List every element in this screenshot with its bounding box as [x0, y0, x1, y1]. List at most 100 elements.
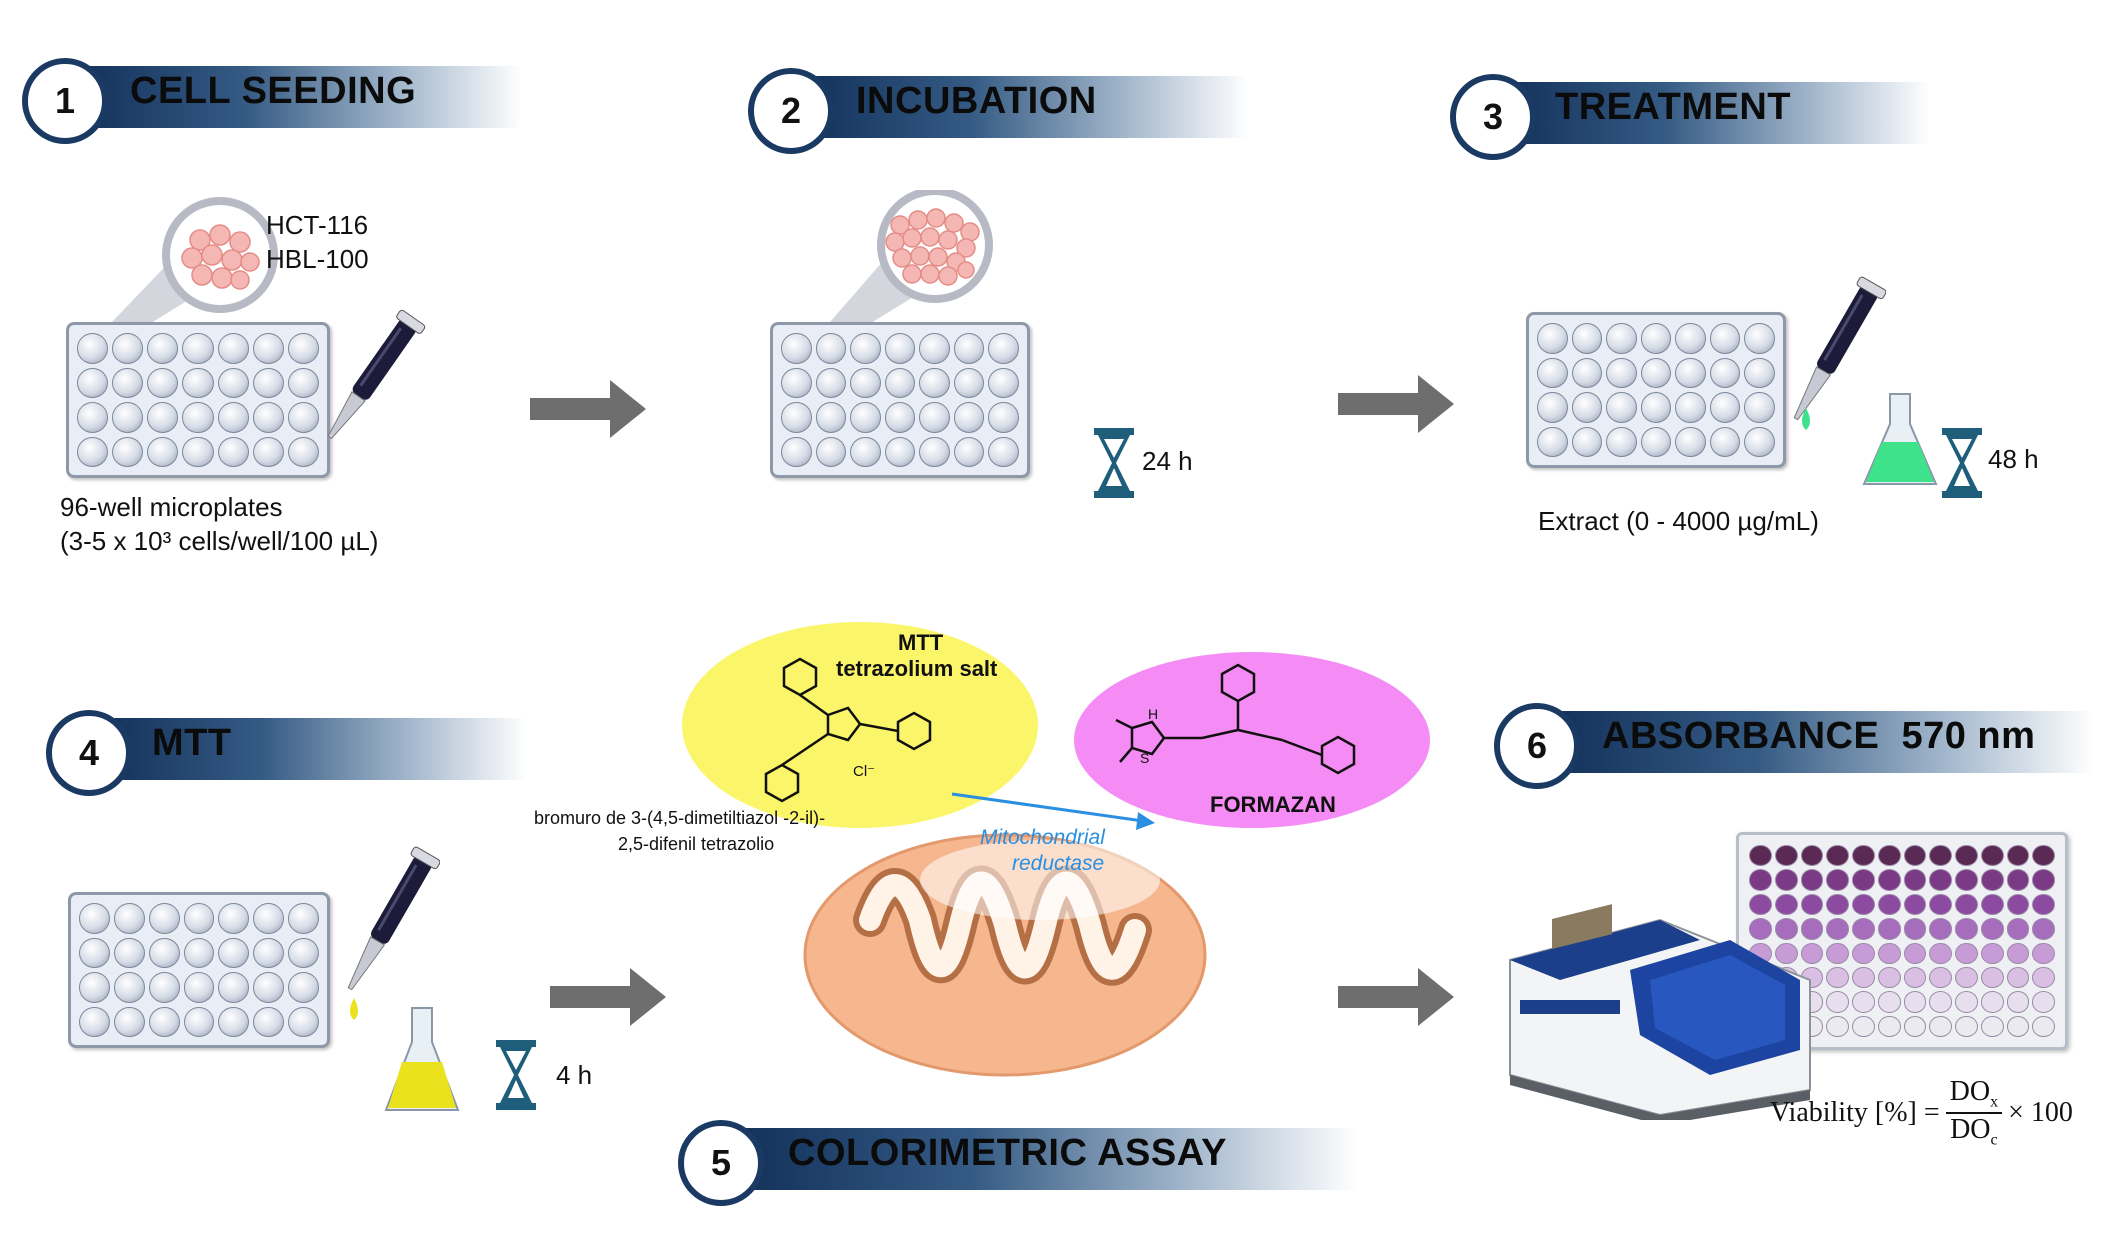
plate-well [815, 333, 847, 364]
plate-well [113, 903, 145, 934]
stained-well [1955, 966, 1978, 989]
plate-well [953, 333, 985, 364]
plate-well [182, 402, 214, 433]
stained-well [1852, 942, 1875, 964]
plate-well [1640, 357, 1672, 388]
plate-well [79, 903, 110, 934]
stained-well [1852, 1015, 1875, 1037]
mtt-title: MTT [898, 630, 944, 655]
step-3-title: TREATMENT [1555, 86, 1791, 128]
enzyme-label-1: Mitochondrial [980, 826, 1105, 849]
plate-wells [781, 333, 1019, 467]
stained-well [2032, 942, 2055, 964]
stained-well [1980, 869, 2004, 891]
step-3-number: 3 [1450, 74, 1536, 160]
step-5-header: 5 COLORIMETRIC ASSAY [678, 1120, 1358, 1206]
stained-well [1826, 1015, 1849, 1037]
formazan-atom-h: H [1148, 706, 1159, 722]
plate-well [253, 903, 285, 934]
stained-well [1774, 869, 1798, 891]
stained-well [1826, 942, 1849, 964]
plate-well [1571, 357, 1603, 388]
hourglass-icon [1942, 428, 1982, 498]
stained-well [1774, 942, 1798, 964]
stained-well [1877, 1015, 1901, 1037]
stained-well [1980, 966, 2004, 989]
plate-well [781, 402, 812, 433]
plate-well [252, 333, 284, 364]
stained-well [2006, 845, 2030, 867]
stained-well [1929, 869, 1952, 891]
step-2-title: INCUBATION [856, 80, 1097, 122]
plate-well [287, 402, 319, 433]
step-5-number: 5 [678, 1120, 764, 1206]
plate-well [1709, 357, 1741, 388]
formula-denominator: DOc [1946, 1114, 2002, 1150]
stained-well [1877, 845, 1901, 867]
plate-well [1675, 426, 1706, 457]
plate-well [218, 903, 250, 934]
step-4-header: 4 MTT [46, 710, 526, 796]
cell-magnifier-2 [810, 190, 993, 348]
plate-well [217, 367, 249, 398]
plate-well [1709, 323, 1741, 354]
formula-den-subscript: c [1990, 1131, 1998, 1149]
formazan-label: FORMAZAN [1210, 792, 1336, 817]
formazan-ellipse [1074, 652, 1430, 828]
stained-well [1826, 991, 1849, 1013]
plate-well [1744, 323, 1775, 354]
formula-den-text: DO [1950, 1113, 1991, 1145]
step-4-bar [86, 718, 526, 780]
plate-detail: (3-5 x 10³ cells/well/100 µL) [60, 526, 379, 556]
plate-well [218, 937, 250, 968]
stained-well [1826, 893, 1849, 916]
enzyme-label-2: reductase [1012, 852, 1105, 875]
plate-well [253, 1006, 285, 1037]
plate-well [253, 937, 285, 968]
plate-well [815, 402, 847, 433]
plate-well [148, 1006, 180, 1037]
cell-line-hbl100: HBL-100 [266, 244, 369, 274]
stained-well [1877, 918, 1901, 940]
plate-well [884, 367, 916, 398]
extract-label: Extract (0 - 4000 µg/mL) [1538, 506, 1819, 536]
plate-well [953, 367, 985, 398]
step-1-header: 1 CELL SEEDING [22, 58, 522, 144]
plate-well [850, 402, 881, 433]
process-arrow-2-3 [1338, 375, 1454, 433]
formula-numerator: DOx [1945, 1076, 2003, 1114]
stained-well [1903, 1015, 1927, 1037]
stained-well [1955, 893, 1978, 916]
plate-well [113, 972, 145, 1003]
stained-wells [1749, 845, 2055, 1037]
stained-well [1852, 918, 1875, 940]
stained-well [1955, 918, 1978, 940]
plate-well [1640, 392, 1672, 423]
treatment-time: 48 h [1988, 444, 2039, 474]
plate-well [815, 436, 847, 467]
stained-well [2032, 845, 2055, 867]
plate-well [218, 972, 250, 1003]
stained-well [1929, 918, 1952, 940]
cell-magnifier-1 [90, 197, 278, 348]
step-5-bar [718, 1128, 1358, 1190]
plate-well [113, 937, 145, 968]
stained-well [1800, 942, 1824, 964]
step-1-bar [62, 66, 522, 128]
stained-well [1955, 869, 1978, 891]
step-2-number: 2 [748, 68, 834, 154]
plate-wells [1537, 323, 1775, 457]
process-arrow-1-2 [530, 380, 646, 438]
formula-lhs: Viability [%] = [1770, 1096, 1940, 1128]
stained-well [1903, 942, 1927, 964]
plate-well [148, 937, 180, 968]
plate-well [79, 972, 110, 1003]
step-2-bar [788, 76, 1248, 138]
plate-well [1537, 323, 1568, 354]
plate-well [1675, 323, 1706, 354]
plate-well [112, 436, 144, 467]
stained-well [1903, 966, 1927, 989]
plate-well [781, 436, 812, 467]
plate-well [183, 903, 215, 934]
stained-well [1800, 845, 1824, 867]
